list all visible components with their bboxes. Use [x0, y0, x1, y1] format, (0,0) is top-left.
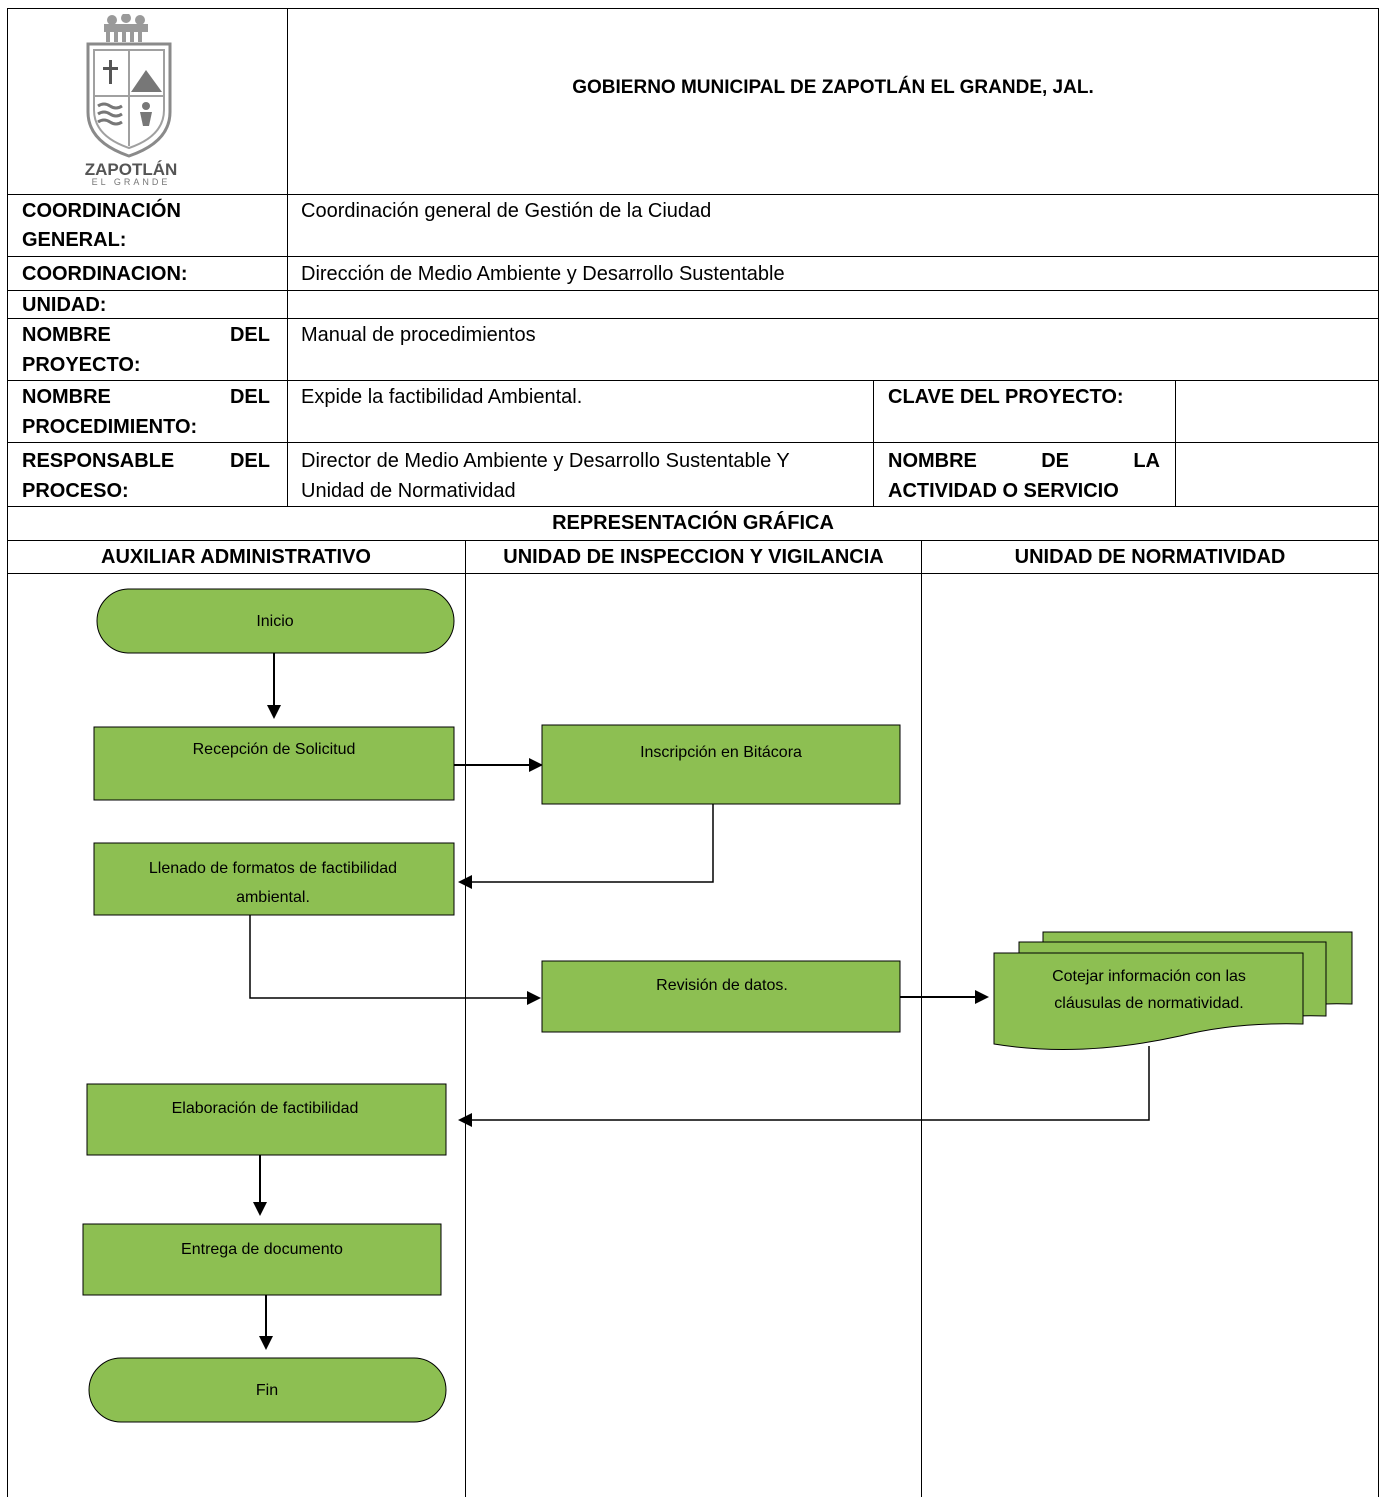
coordinacion-general-label-2: GENERAL:: [22, 229, 127, 251]
lane-divider-1: [465, 540, 466, 1497]
llenado-label-1: Llenado de formatos de factibilidad: [149, 860, 397, 877]
entrega-label: Entrega de documento: [181, 1241, 343, 1258]
arrow-inscripcion-llenado: [458, 804, 714, 889]
inicio-label: Inicio: [256, 613, 293, 630]
row-line: [7, 442, 1379, 443]
start-terminator: [96, 588, 455, 654]
llenado-label-2: ambiental.: [236, 889, 310, 906]
label-column-divider: [287, 8, 288, 506]
row-line: [7, 290, 1379, 291]
cotejar-document-front: [993, 952, 1304, 1050]
row-line: [7, 380, 1379, 381]
table-top-border: [7, 8, 1379, 9]
table-right-border: [1378, 8, 1379, 1497]
coordinacion-general-label-1: COORDINACIÓN: [22, 200, 181, 222]
inscripcion-box: [541, 724, 901, 805]
nombre-proyecto-value: Manual de procedimientos: [301, 324, 536, 346]
clave-value-divider: [1175, 380, 1176, 506]
row-line: [7, 540, 1379, 541]
responsable-value-1: Director de Medio Ambiente y Desarrollo …: [301, 450, 790, 472]
lane-header-auxiliar: AUXILIAR ADMINISTRATIVO: [101, 546, 371, 568]
coordinacion-general-value: Coordinación general de Gestión de la Ci…: [301, 200, 712, 222]
coat-of-arms-icon: [86, 13, 172, 158]
row-line: [7, 318, 1379, 319]
actividad-label-2: ACTIVIDAD O SERVICIO: [888, 480, 1119, 502]
coordinacion-value: Dirección de Medio Ambiente y Desarrollo…: [301, 263, 785, 285]
llenado-box: [93, 842, 455, 916]
inscripcion-label: Inscripción en Bitácora: [640, 744, 802, 761]
nombre-procedimiento-label-1: NOMBRE DEL: [22, 386, 270, 408]
table-left-border: [7, 8, 8, 1497]
lane-divider-2: [921, 540, 922, 1497]
nombre-proyecto-label-1: NOMBRE DEL: [22, 324, 270, 346]
elaboracion-box: [86, 1083, 447, 1156]
responsable-value-2: Unidad de Normatividad: [301, 480, 516, 502]
nombre-procedimiento-value: Expide la factibilidad Ambiental.: [301, 386, 583, 408]
fin-label: Fin: [256, 1382, 278, 1399]
responsable-label-1: RESPONSABLE DEL: [22, 450, 270, 472]
row-line: [7, 194, 1379, 195]
recepcion-box: [93, 726, 455, 801]
row-line: [7, 506, 1379, 507]
clave-column-divider: [873, 380, 874, 506]
coordinacion-label: COORDINACION:: [22, 263, 188, 285]
entrega-box: [82, 1223, 442, 1296]
page-title: GOBIERNO MUNICIPAL DE ZAPOTLÁN EL GRANDE…: [572, 77, 1094, 98]
revision-label: Revisión de datos.: [656, 977, 788, 994]
section-title: REPRESENTACIÓN GRÁFICA: [552, 512, 834, 534]
lane-header-inspeccion: UNIDAD DE INSPECCION Y VIGILANCIA: [503, 546, 884, 568]
lane-header-normatividad: UNIDAD DE NORMATIVIDAD: [1014, 546, 1286, 568]
recepcion-label: Recepción de Solicitud: [193, 741, 356, 758]
end-terminator: [88, 1357, 447, 1423]
cotejar-label-1: Cotejar información con las: [1052, 968, 1246, 985]
arrow-cotejar-elaboracion: [458, 1046, 1150, 1127]
nombre-proyecto-label-2: PROYECTO:: [22, 354, 141, 376]
row-line: [7, 256, 1379, 257]
unidad-label: UNIDAD:: [22, 294, 107, 316]
clave-proyecto-label: CLAVE DEL PROYECTO:: [888, 386, 1124, 408]
arrow-llenado-revision: [249, 915, 541, 1005]
actividad-label-1: NOMBRE DE LA: [888, 450, 1160, 472]
logo-subtitle: EL GRANDE: [91, 177, 171, 187]
revision-box: [541, 960, 901, 1033]
cotejar-label-2: cláusulas de normatividad.: [1054, 995, 1243, 1012]
elaboracion-label: Elaboración de factibilidad: [172, 1100, 359, 1117]
row-line: [7, 573, 1379, 574]
logo-wordmark: ZAPOTLÁN: [84, 160, 178, 179]
nombre-procedimiento-label-2: PROCEDIMIENTO:: [22, 416, 198, 438]
municipal-logo: ZAPOTLÁN EL GRANDE: [60, 13, 210, 190]
responsable-label-2: PROCESO:: [22, 480, 129, 502]
